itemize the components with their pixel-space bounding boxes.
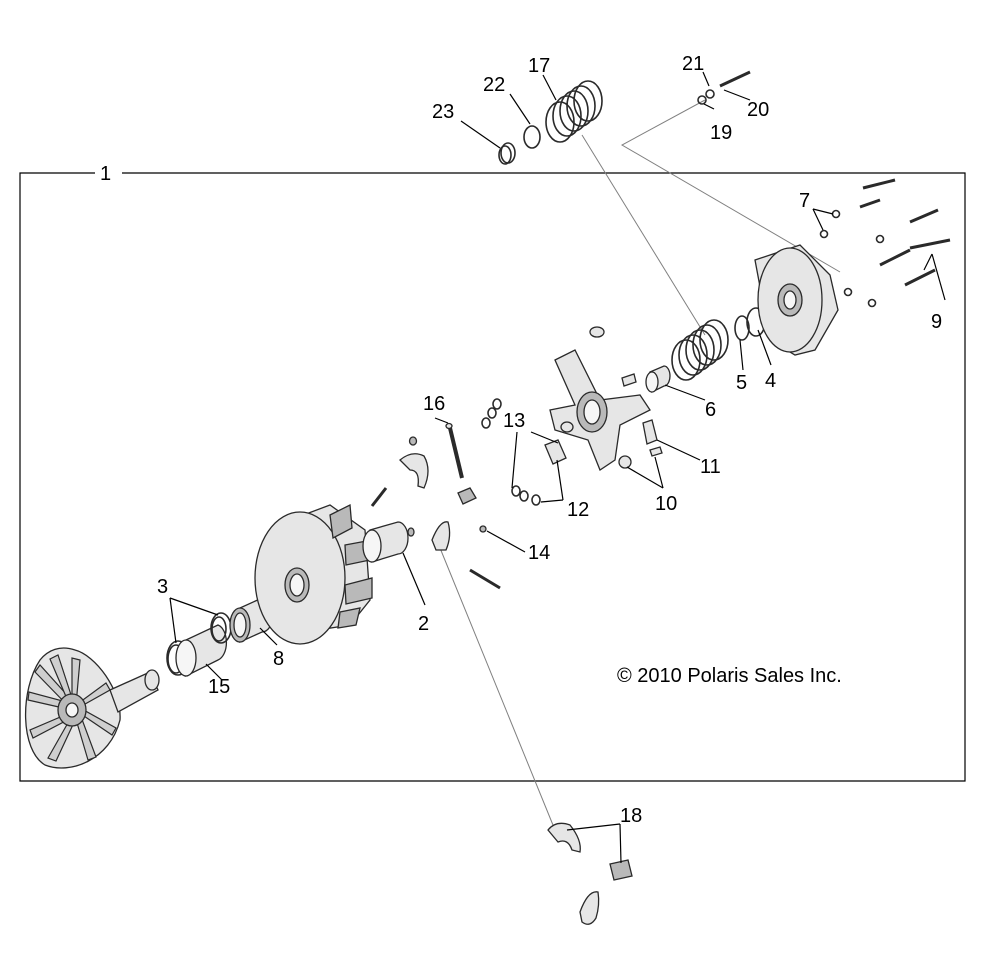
callout-3: 3 (157, 576, 168, 598)
clutch-cover (734, 244, 839, 356)
callout-1: 1 (100, 163, 111, 185)
assembly-guide-lines (439, 99, 841, 831)
callout-19: 19 (710, 122, 732, 144)
callout-4: 4 (765, 370, 776, 392)
spider (549, 326, 671, 471)
bushing-and-pins (362, 398, 567, 590)
callout-23: 23 (432, 101, 454, 123)
springs (498, 80, 729, 381)
assembly-frame (19, 172, 966, 782)
callout-17: 17 (528, 55, 550, 77)
copyright-notice: © 2010 Polaris Sales Inc. (617, 665, 842, 687)
callout-16: 16 (423, 393, 445, 415)
callout-20: 20 (747, 99, 769, 121)
callout-15: 15 (208, 676, 230, 698)
callout-2: 2 (418, 613, 429, 635)
callout-12: 12 (567, 499, 589, 521)
moveable-sheave (254, 503, 373, 645)
callout-5: 5 (736, 372, 747, 394)
callout-14: 14 (528, 542, 550, 564)
callout-9: 9 (931, 311, 942, 333)
flyweights (547, 822, 633, 925)
callout-21: 21 (682, 53, 704, 75)
lower-left-rings (166, 597, 274, 678)
fixed-sheave-fan (24, 647, 160, 769)
callout-13: 13 (503, 410, 525, 432)
callout-labels: 1 2 3 4 5 6 7 8 9 10 11 12 13 14 15 16 1… (100, 53, 942, 827)
callout-8: 8 (273, 648, 284, 670)
callout-11: 11 (700, 456, 721, 478)
callout-18: 18 (620, 805, 642, 827)
callout-7: 7 (799, 190, 810, 212)
leader-lines (169, 71, 946, 864)
callout-10: 10 (655, 493, 677, 515)
bolts-and-washers (719, 70, 951, 287)
callout-22: 22 (483, 74, 505, 96)
callout-6: 6 (705, 399, 716, 421)
